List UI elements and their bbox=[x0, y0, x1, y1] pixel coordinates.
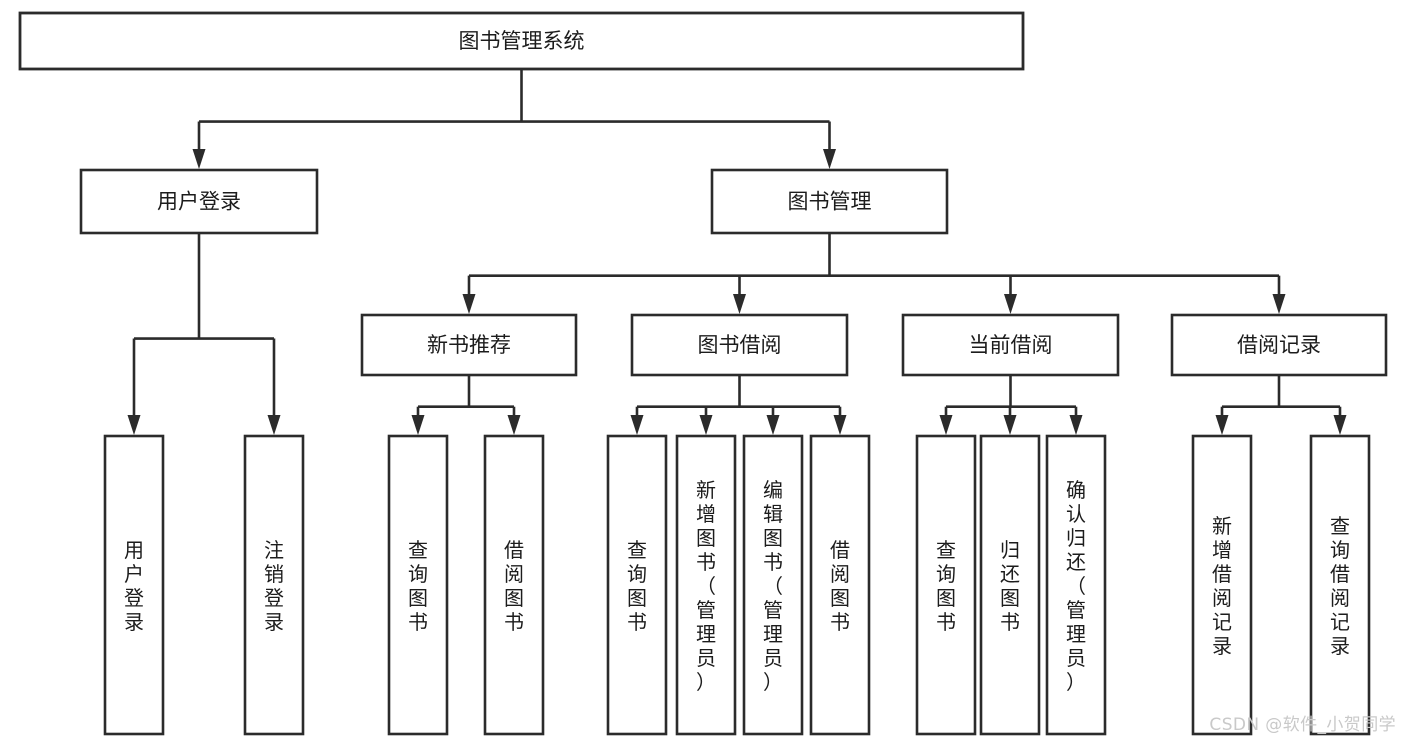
node-box[interactable] bbox=[809, 434, 871, 736]
node-label: 用户登录 bbox=[157, 190, 241, 214]
node-label: 当前借阅 bbox=[969, 333, 1053, 357]
node-leaf-query-book-3[interactable]: 查询图书 bbox=[915, 434, 977, 736]
arrow-head-icon bbox=[462, 294, 476, 314]
node-label: 借阅图书 bbox=[830, 538, 850, 634]
node-box[interactable] bbox=[630, 313, 849, 377]
connector-group-root bbox=[192, 69, 836, 169]
connector-group-new-book-recommend bbox=[411, 375, 521, 435]
arrow-head-icon bbox=[507, 415, 521, 435]
arrow-head-icon bbox=[267, 415, 281, 435]
node-label: 查询图书 bbox=[936, 538, 956, 634]
arrow-head-icon bbox=[411, 415, 425, 435]
arrow-head-icon bbox=[630, 415, 644, 435]
node-label: 借阅图书 bbox=[504, 538, 524, 634]
arrow-head-icon bbox=[1333, 415, 1347, 435]
arrow-head-icon bbox=[127, 415, 141, 435]
node-label: 注销登录 bbox=[264, 538, 284, 634]
node-label: 查询图书 bbox=[627, 538, 647, 634]
node-leaf-borrow-book-1[interactable]: 借阅图书 bbox=[483, 434, 545, 736]
node-box[interactable] bbox=[1309, 434, 1371, 736]
connector-group-borrow-record bbox=[1215, 375, 1347, 435]
node-leaf-borrow-book-2[interactable]: 借阅图书 bbox=[809, 434, 871, 736]
node-root[interactable]: 图书管理系统 bbox=[18, 11, 1025, 71]
node-box[interactable] bbox=[1045, 434, 1107, 736]
node-label: 借阅记录 bbox=[1237, 333, 1321, 357]
connector-group-book-manage bbox=[462, 233, 1286, 314]
node-box[interactable] bbox=[387, 434, 449, 736]
arrow-head-icon bbox=[733, 294, 746, 314]
arrow-head-icon bbox=[1003, 415, 1017, 435]
arrow-head-icon bbox=[939, 415, 953, 435]
node-leaf-edit-book[interactable]: 编辑图书（管理员） bbox=[742, 434, 804, 736]
node-box[interactable] bbox=[243, 434, 305, 736]
node-box[interactable] bbox=[79, 168, 319, 235]
node-leaf-query-record[interactable]: 查询借阅记录 bbox=[1309, 434, 1371, 736]
node-label: 查询图书 bbox=[408, 538, 428, 634]
node-label: 图书管理 bbox=[788, 190, 872, 214]
node-label: 编辑图书（管理员） bbox=[763, 478, 783, 694]
node-borrow-record[interactable]: 借阅记录 bbox=[1170, 313, 1388, 377]
node-leaf-query-book-1[interactable]: 查询图书 bbox=[387, 434, 449, 736]
node-label: 新书推荐 bbox=[427, 333, 511, 357]
node-current-borrow[interactable]: 当前借阅 bbox=[901, 313, 1120, 377]
node-box[interactable] bbox=[710, 168, 949, 235]
node-leaf-add-record[interactable]: 新增借阅记录 bbox=[1191, 434, 1253, 736]
node-box[interactable] bbox=[901, 313, 1120, 377]
node-leaf-user-login[interactable]: 用户登录 bbox=[103, 434, 165, 736]
node-box[interactable] bbox=[979, 434, 1041, 736]
arrow-head-icon bbox=[833, 415, 847, 435]
node-box[interactable] bbox=[675, 434, 737, 736]
node-new-book-recommend[interactable]: 新书推荐 bbox=[360, 313, 578, 377]
node-leaf-query-book-2[interactable]: 查询图书 bbox=[606, 434, 668, 736]
arrow-head-icon bbox=[1272, 294, 1286, 314]
node-book-borrow[interactable]: 图书借阅 bbox=[630, 313, 849, 377]
node-box[interactable] bbox=[103, 434, 165, 736]
connector-group-current-borrow bbox=[939, 375, 1083, 435]
arrow-head-icon bbox=[699, 415, 713, 435]
node-user-login[interactable]: 用户登录 bbox=[79, 168, 319, 235]
node-box[interactable] bbox=[360, 313, 578, 377]
node-box[interactable] bbox=[483, 434, 545, 736]
node-label: 图书借阅 bbox=[698, 333, 782, 357]
node-box[interactable] bbox=[18, 11, 1025, 71]
node-label: 图书管理系统 bbox=[459, 29, 585, 53]
node-label: 查询借阅记录 bbox=[1330, 514, 1350, 658]
arrow-head-icon bbox=[823, 149, 836, 169]
node-box[interactable] bbox=[915, 434, 977, 736]
node-box[interactable] bbox=[606, 434, 668, 736]
csdn-watermark: CSDN @软件_小贺同学 bbox=[1209, 715, 1396, 735]
node-label: 新增借阅记录 bbox=[1212, 514, 1232, 658]
arrow-head-icon bbox=[1069, 415, 1083, 435]
connector-group-user-login bbox=[127, 233, 281, 435]
connector-layer bbox=[127, 69, 1347, 435]
arrow-head-icon bbox=[766, 415, 780, 435]
node-book-manage[interactable]: 图书管理 bbox=[710, 168, 949, 235]
node-layer: 图书管理系统用户登录图书管理新书推荐图书借阅当前借阅借阅记录用户登录注销登录查询… bbox=[18, 11, 1388, 736]
node-leaf-return-book[interactable]: 归还图书 bbox=[979, 434, 1041, 736]
arrow-head-icon bbox=[192, 149, 206, 169]
node-leaf-logout[interactable]: 注销登录 bbox=[243, 434, 305, 736]
node-label: 新增图书（管理员） bbox=[696, 478, 716, 694]
node-box[interactable] bbox=[1191, 434, 1253, 736]
arrow-head-icon bbox=[1215, 415, 1229, 435]
node-leaf-add-book[interactable]: 新增图书（管理员） bbox=[675, 434, 737, 736]
connector-group-book-borrow bbox=[630, 375, 847, 435]
node-leaf-confirm-return[interactable]: 确认归还（管理员） bbox=[1045, 434, 1107, 736]
arrow-head-icon bbox=[1004, 294, 1017, 314]
node-box[interactable] bbox=[742, 434, 804, 736]
node-box[interactable] bbox=[1170, 313, 1388, 377]
node-label: 确认归还（管理员） bbox=[1066, 478, 1086, 694]
node-label: 归还图书 bbox=[1000, 538, 1020, 634]
node-label: 用户登录 bbox=[124, 538, 144, 634]
